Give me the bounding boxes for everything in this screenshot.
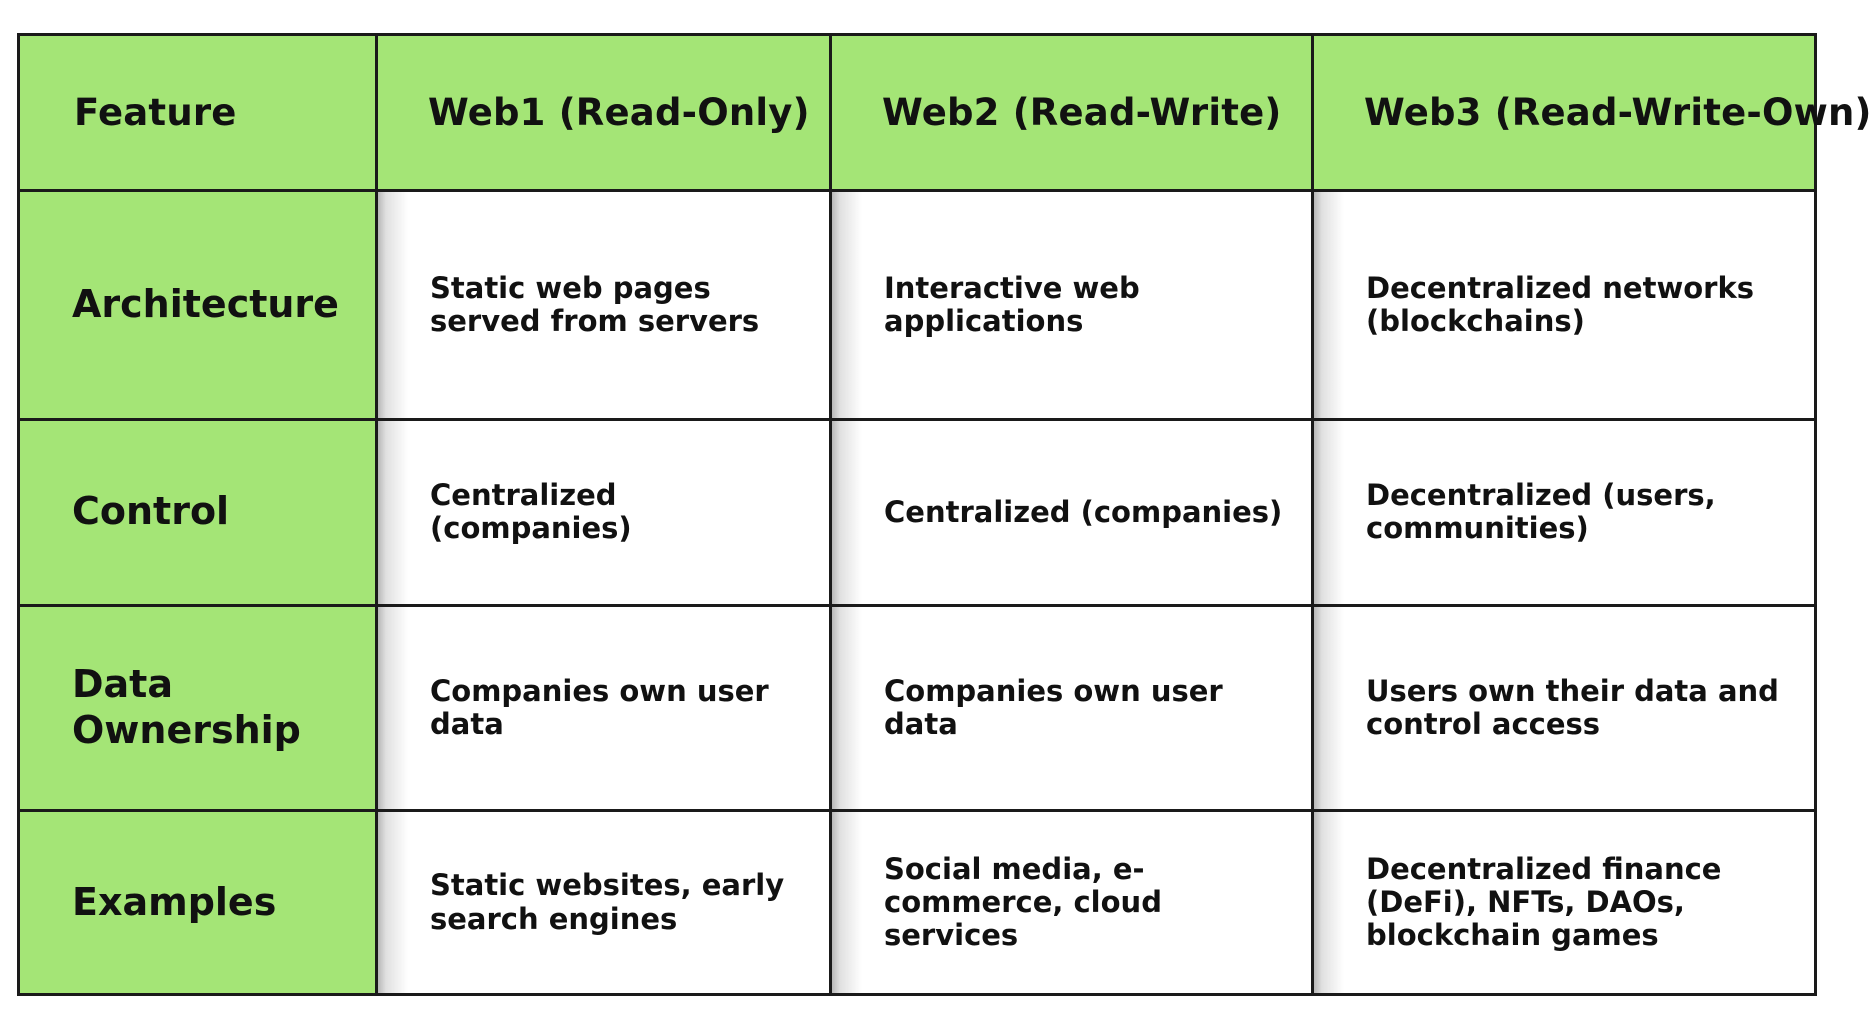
comparison-table-container: Feature Web1 (Read-Only) Web2 (Read-Writ…: [17, 33, 1871, 996]
header-row: Feature Web1 (Read-Only) Web2 (Read-Writ…: [17, 33, 1871, 192]
header-web2: Web2 (Read-Write): [829, 33, 1314, 192]
cell-architecture-web2: Interactive web applications: [829, 189, 1314, 421]
cell-architecture-web3: Decentralized networks (blockchains): [1311, 189, 1817, 421]
table-row: Examples Static websites, early search e…: [17, 809, 1817, 996]
cell-data-ownership-web3: Users own their data and control access: [1311, 603, 1817, 813]
cell-control-web2: Centralized (companies): [829, 417, 1314, 607]
table-row: Data Ownership Companies own user data C…: [17, 603, 1817, 813]
row-label-control: Control: [17, 417, 378, 607]
cell-examples-web3: Decentralized finance (DeFi), NFTs, DAOs…: [1311, 809, 1817, 996]
cell-control-web3: Decentralized (users, communities): [1311, 417, 1817, 607]
table-body: Architecture Static web pages served fro…: [17, 189, 1817, 996]
cell-examples-web1: Static websites, early search engines: [375, 809, 832, 996]
table-row: Architecture Static web pages served fro…: [17, 189, 1817, 421]
header-web3: Web3 (Read-Write-Own): [1311, 33, 1871, 192]
cell-data-ownership-web2: Companies own user data: [829, 603, 1314, 813]
cell-examples-web2: Social media, e-commerce, cloud services: [829, 809, 1314, 996]
row-label-examples: Examples: [17, 809, 378, 996]
table-header: Feature Web1 (Read-Only) Web2 (Read-Writ…: [17, 33, 1871, 192]
cell-control-web1: Centralized (companies): [375, 417, 832, 607]
header-feature: Feature: [17, 33, 378, 192]
web-comparison-table: Feature Web1 (Read-Only) Web2 (Read-Writ…: [17, 33, 1871, 996]
header-web1: Web1 (Read-Only): [375, 33, 832, 192]
cell-architecture-web1: Static web pages served from servers: [375, 189, 832, 421]
cell-data-ownership-web1: Companies own user data: [375, 603, 832, 813]
row-label-data-ownership: Data Ownership: [17, 603, 378, 813]
row-label-architecture: Architecture: [17, 189, 378, 421]
table-row: Control Centralized (companies) Centrali…: [17, 417, 1817, 607]
